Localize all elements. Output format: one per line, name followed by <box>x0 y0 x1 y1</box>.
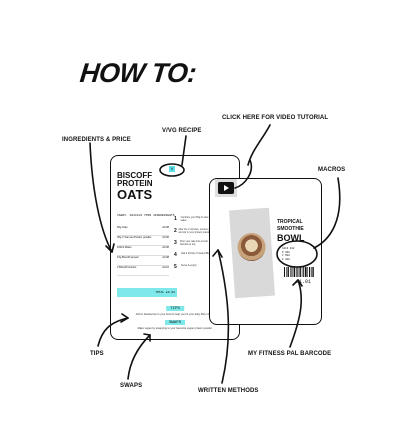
recipe-title-line3: BOWL <box>277 233 305 243</box>
callout-barcode: MY FITNESS PAL BARCODE <box>248 351 332 357</box>
callout-ingredients: INGREDIENTS & PRICE <box>62 137 131 143</box>
tips-text: Add in blueberries to your bowl to help … <box>135 313 215 316</box>
callout-video-tutorial: CLICK HERE FOR VIDEO TUTORIAL <box>222 115 329 121</box>
ingredient-name: 100ml Water <box>117 246 132 249</box>
ingredient-row: 2 Biscoff biscuits £0.10 <box>117 266 169 276</box>
recipe-title-line3: OATS <box>117 187 153 202</box>
ingredient-price: £0.00 <box>162 246 170 249</box>
step-number: 5 <box>174 264 177 270</box>
swaps-text: Make vegan by swapping to your favourite… <box>137 327 213 330</box>
ingredient-name: 2 Biscoff biscuits <box>117 266 137 269</box>
total-price-bar: TOTAL £0.98 <box>117 288 177 297</box>
step-text: Serve & enjoy! <box>181 264 197 267</box>
recipe-title: BISCOFF PROTEIN OATS <box>117 172 153 202</box>
step-number: 4 <box>174 252 177 258</box>
recipe-card-smoothie-bowl: TROPICAL SMOOTHIE BOWL CALS 402 P 30G C … <box>209 178 322 325</box>
ingredient-row: 100ml Water £0.00 <box>117 246 169 256</box>
macros-panel: CALS 402 P 30G C 50G F 10G <box>282 247 294 261</box>
callout-vvg-recipe: V/VG RECIPE <box>162 128 202 134</box>
recipe-title-line2: SMOOTHIE <box>277 226 304 232</box>
video-tutorial-play-icon[interactable] <box>215 179 237 197</box>
recipe-subtitle: 1SERV. 402CALS 7MIN 4INGREDIENTS <box>117 214 175 217</box>
ingredient-price: £0.08 <box>162 226 170 229</box>
ingredient-name: 50g Oats <box>117 226 128 229</box>
recipe-title-line1: BISCOFF <box>117 171 153 180</box>
method-step: 4 Add a drizzle of melted Biscoff spread … <box>174 252 234 258</box>
callout-tips: TIPS <box>90 351 104 357</box>
step-text: After the 2 minutes, remove your oats fr… <box>178 228 234 234</box>
ingredient-name: 35g V Samuel Protein powder <box>117 236 152 239</box>
macro-line: CALS 402 <box>282 247 295 250</box>
ingredient-name: 15g Biscoff spread <box>117 256 139 259</box>
vegan-badge: V <box>169 166 175 172</box>
macro-line: P 30G <box>282 250 290 254</box>
ingredients-list: 50g Oats £0.08 35g V Samuel Protein powde… <box>117 226 169 276</box>
step-number: 1 <box>174 216 177 222</box>
callout-written-methods: WRITTEN METHODS <box>198 388 259 394</box>
step-number: 2 <box>174 228 177 234</box>
step-text: Add a drizzle of melted Biscoff spread t… <box>181 252 233 255</box>
ingredient-price: £0.10 <box>162 266 170 269</box>
barcode-icon[interactable] <box>284 267 314 277</box>
step-number: 3 <box>174 240 177 246</box>
callout-swaps: SWAPS <box>120 383 143 389</box>
ingredient-row: 50g Oats £0.08 <box>117 226 169 236</box>
method-step: 5 Serve & enjoy! <box>174 264 234 270</box>
recipe-title-line1: TROPICAL <box>277 219 303 225</box>
ingredient-row: 15g Biscoff spread £0.08 <box>117 256 169 266</box>
swaps-label: SWAPS <box>164 320 186 325</box>
step-text: Combine your 50g of oats and 150ml of mi… <box>180 216 231 222</box>
ingredient-row: 35g V Samuel Protein powder £0.66 <box>117 236 169 246</box>
recipe-title-line2: PROTEIN <box>117 179 153 188</box>
ingredient-price: £0.08 <box>162 256 170 259</box>
recipe-title: TROPICAL SMOOTHIE BOWL <box>277 219 305 243</box>
step-text: Pour your oats into a bowl. Crush the Bi… <box>179 240 228 246</box>
macro-line: C 50G <box>282 254 290 258</box>
macro-line: F 10G <box>282 257 290 261</box>
tips-label: TIPS <box>166 306 184 311</box>
ingredient-price: £0.66 <box>162 236 170 239</box>
recipe-price: £1.01 <box>296 279 312 285</box>
callout-macros: MACROS <box>318 167 346 173</box>
